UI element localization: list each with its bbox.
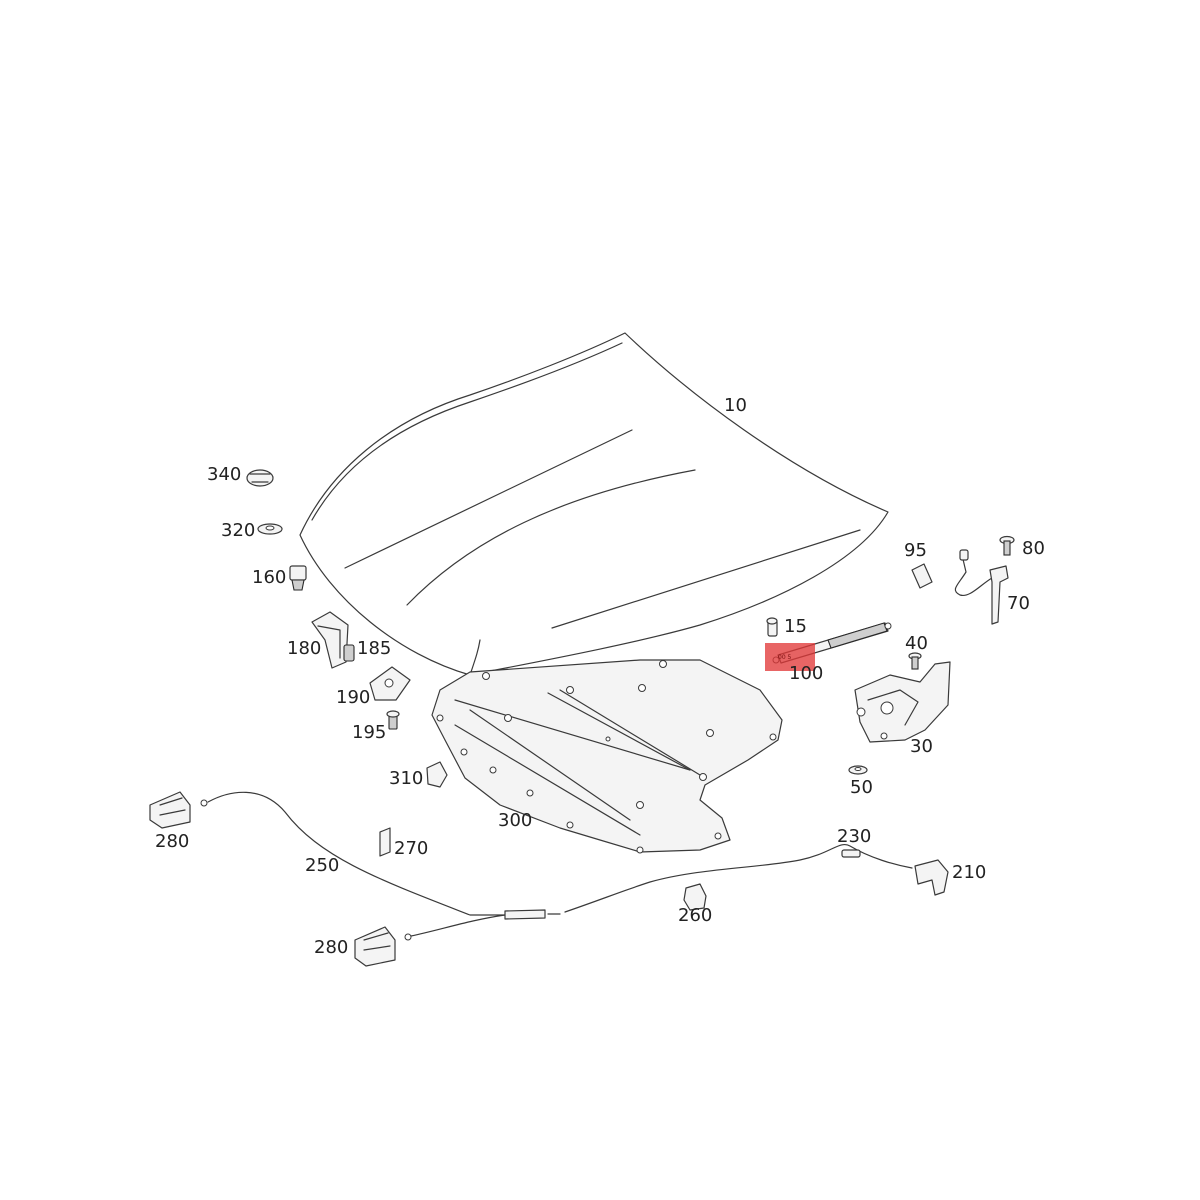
label-40: 40 xyxy=(905,633,928,654)
label-195: 195 xyxy=(352,722,386,743)
label-15: 15 xyxy=(784,616,807,637)
label-340: 340 xyxy=(207,464,241,485)
label-180: 180 xyxy=(287,638,321,659)
part-270[interactable] xyxy=(379,827,391,857)
part-70[interactable] xyxy=(954,549,1009,625)
part-250-cable[interactable] xyxy=(207,791,561,937)
part-320-washer[interactable] xyxy=(257,523,283,535)
label-310: 310 xyxy=(389,768,423,789)
highlight-box xyxy=(765,643,815,671)
label-50: 50 xyxy=(850,777,873,798)
label-270: 270 xyxy=(394,838,428,859)
label-95: 95 xyxy=(904,540,927,561)
part-15-pin[interactable] xyxy=(766,617,778,637)
part-260[interactable] xyxy=(683,883,707,911)
part-195-screw[interactable] xyxy=(386,710,400,730)
part-280-latch-upper[interactable] xyxy=(149,791,208,829)
insulation-mat-part[interactable] xyxy=(431,659,783,854)
part-310[interactable] xyxy=(426,761,448,788)
part-230-cable[interactable] xyxy=(564,844,913,913)
part-185-clip[interactable] xyxy=(343,644,355,662)
highlight-mark-text: 00 5 xyxy=(778,654,792,661)
label-30: 30 xyxy=(910,736,933,757)
label-230: 230 xyxy=(837,826,871,847)
label-320: 320 xyxy=(221,520,255,541)
label-100: 100 xyxy=(789,663,823,684)
label-160: 160 xyxy=(252,567,286,588)
part-280-latch-lower[interactable] xyxy=(354,926,412,967)
part-160[interactable] xyxy=(289,565,307,591)
part-80-bolt[interactable] xyxy=(999,535,1015,556)
label-190: 190 xyxy=(336,687,370,708)
label-280-upper: 280 xyxy=(155,831,189,852)
label-210: 210 xyxy=(952,862,986,883)
part-180-bracket[interactable] xyxy=(311,611,349,669)
part-30-hinge[interactable] xyxy=(854,661,951,743)
label-70: 70 xyxy=(1007,593,1030,614)
label-10: 10 xyxy=(724,395,747,416)
label-300: 300 xyxy=(498,810,532,831)
part-190[interactable] xyxy=(369,666,411,701)
part-210-handle[interactable] xyxy=(914,859,949,896)
label-185: 185 xyxy=(357,638,391,659)
label-280-lower: 280 xyxy=(314,937,348,958)
part-95[interactable] xyxy=(911,563,933,589)
part-340[interactable] xyxy=(246,469,274,487)
part-50-washer[interactable] xyxy=(848,765,868,775)
label-80: 80 xyxy=(1022,538,1045,559)
label-260: 260 xyxy=(678,905,712,926)
part-40-bolt[interactable] xyxy=(908,652,922,670)
label-250: 250 xyxy=(305,855,339,876)
